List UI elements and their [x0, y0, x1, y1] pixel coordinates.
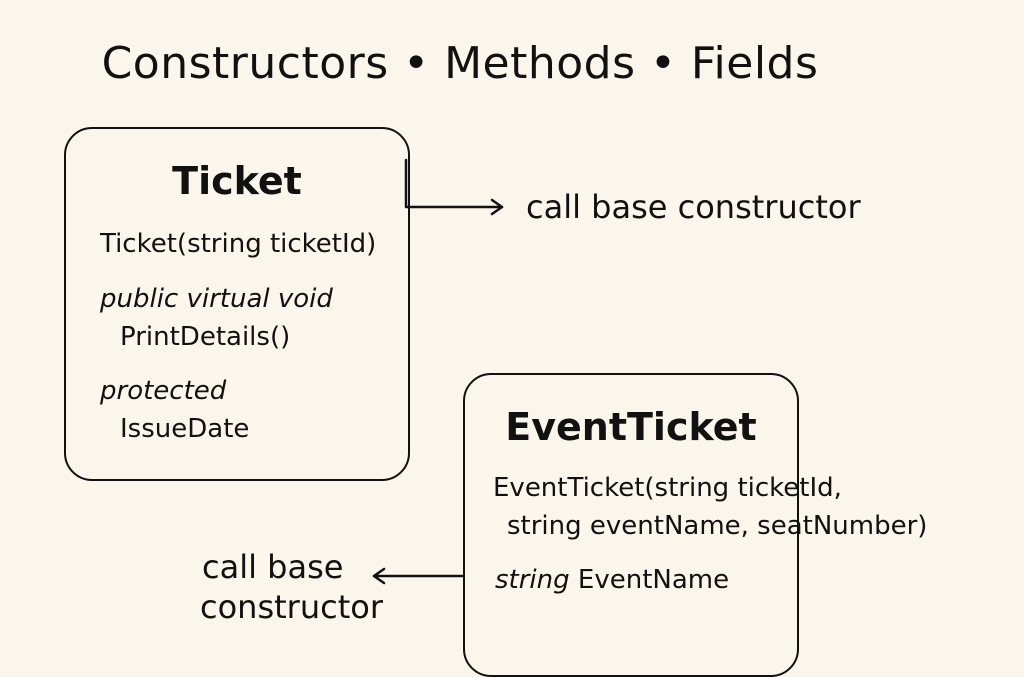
event-ticket-field: string EventName [495, 565, 729, 595]
left-arrow-label-line2: constructor [200, 588, 383, 626]
event-ticket-field-name: EventName [577, 565, 730, 595]
left-arrow-label-line1: call base [202, 548, 344, 586]
ticket-class-box: Ticket Ticket(string ticketId) public vi… [64, 127, 410, 481]
ticket-field-modifier: protected [100, 376, 227, 406]
ticket-field-name: IssueDate [120, 414, 250, 444]
right-arrow-label: call base constructor [526, 188, 861, 226]
right-arrow-head [490, 198, 504, 216]
event-ticket-constructor-line1: EventTicket(string ticketId, [493, 473, 842, 503]
ticket-method-modifier: public virtual void [100, 284, 333, 314]
event-ticket-field-type: string [495, 565, 570, 595]
event-ticket-class-name: EventTicket [505, 405, 757, 449]
event-ticket-class-box: EventTicket EventTicket(string ticketId,… [463, 373, 927, 677]
right-arrow-line [404, 158, 504, 209]
ticket-constructor: Ticket(string ticketId) [100, 229, 377, 259]
ticket-method-name: PrintDetails() [120, 322, 291, 352]
event-ticket-constructor-line2: string eventName, seatNumber) [507, 511, 928, 541]
diagram-title: Constructors • Methods • Fields [101, 38, 819, 89]
left-arrow-head [372, 567, 386, 585]
ticket-class-name: Ticket [172, 159, 302, 203]
